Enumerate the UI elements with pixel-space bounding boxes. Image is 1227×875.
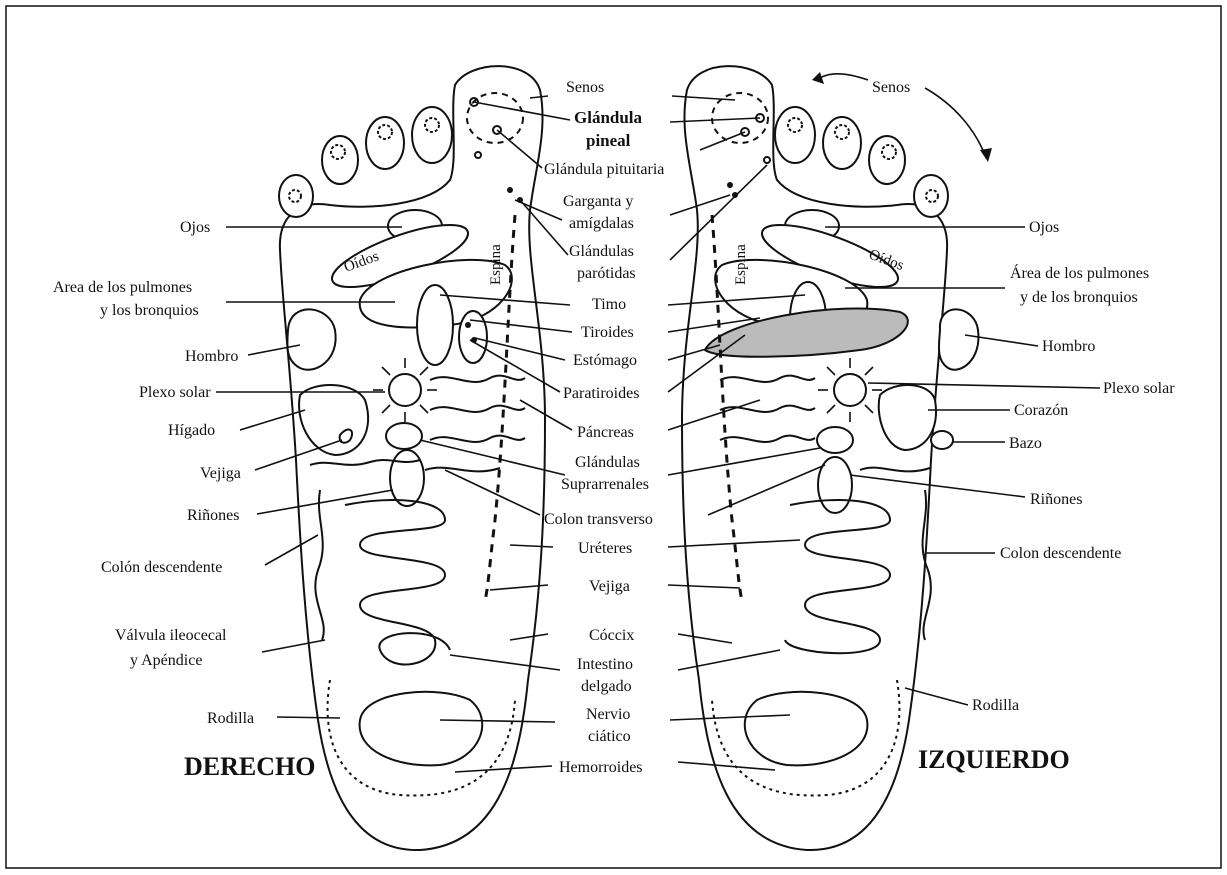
label-right-plexo: Plexo solar bbox=[1103, 380, 1175, 397]
label-parotidas-1: Glándulas bbox=[569, 243, 634, 260]
label-right-corazon: Corazón bbox=[1014, 402, 1068, 419]
label-senos: Senos bbox=[566, 79, 604, 96]
label-suprarrenales-2: Suprarrenales bbox=[561, 476, 649, 493]
label-colon-transverso: Colon transverso bbox=[544, 511, 653, 528]
label-ureteres: Uréteres bbox=[578, 540, 632, 557]
left-toe-5 bbox=[914, 175, 948, 217]
label-nervio-2: ciático bbox=[588, 728, 631, 745]
label-left-pulmones-2: y los bronquios bbox=[100, 302, 199, 319]
label-pineal-2: pineal bbox=[586, 131, 631, 150]
right-toe-5 bbox=[279, 175, 313, 217]
label-left-valvula-2: y Apéndice bbox=[130, 652, 202, 669]
label-right-hombro: Hombro bbox=[1042, 338, 1095, 355]
label-left-higado: Hígado bbox=[168, 422, 215, 439]
label-hemorroides: Hemorroides bbox=[559, 759, 643, 776]
label-nervio-1: Nervio bbox=[586, 706, 630, 723]
left-shoulder-area bbox=[939, 309, 979, 369]
label-tiroides: Tiroides bbox=[581, 324, 634, 341]
label-paratiroides: Paratiroides bbox=[563, 385, 639, 402]
right-spine-label: Espina bbox=[488, 244, 504, 285]
label-right-senos: Senos bbox=[872, 79, 910, 96]
label-left-vejiga: Vejiga bbox=[200, 465, 241, 482]
right-toe-4 bbox=[322, 136, 358, 184]
label-suprarrenales-1: Glándulas bbox=[575, 454, 640, 471]
left-toe-2 bbox=[775, 107, 815, 163]
label-izquierdo: IZQUIERDO bbox=[918, 745, 1070, 774]
right-toe-2 bbox=[412, 107, 452, 163]
label-intestino-1: Intestino bbox=[577, 656, 633, 673]
right-foot: Oídos Es bbox=[279, 66, 545, 850]
label-left-plexo: Plexo solar bbox=[139, 384, 211, 401]
label-pancreas: Páncreas bbox=[577, 424, 634, 441]
senos-arrow-left bbox=[820, 74, 868, 80]
label-right-rodilla: Rodilla bbox=[972, 697, 1019, 714]
label-right-colon: Colon descendente bbox=[1000, 545, 1121, 562]
center-labels: Senos Glándula pineal Glándula pituitari… bbox=[544, 79, 664, 776]
label-right-bazo: Bazo bbox=[1009, 435, 1042, 452]
right-thyroid bbox=[459, 311, 487, 363]
label-left-pulmones-1: Area de los pulmones bbox=[53, 279, 192, 296]
label-left-ojos: Ojos bbox=[180, 219, 210, 236]
left-toe-4 bbox=[869, 136, 905, 184]
label-parotidas-2: parótidas bbox=[577, 265, 636, 282]
label-coccix: Cóccix bbox=[589, 627, 634, 644]
label-left-hombro: Hombro bbox=[185, 348, 238, 365]
senos-arrow-right bbox=[925, 88, 985, 155]
right-thymus bbox=[417, 285, 453, 365]
right-shoulder-area bbox=[287, 309, 335, 369]
left-adrenal bbox=[817, 427, 853, 453]
label-left-rodilla: Rodilla bbox=[207, 710, 254, 727]
right-adrenal bbox=[386, 423, 422, 449]
label-garganta-1: Garganta y bbox=[563, 193, 633, 210]
label-intestino-2: delgado bbox=[581, 678, 632, 695]
left-spine-label: Espina bbox=[733, 244, 749, 285]
label-pineal-1: Glándula bbox=[574, 108, 643, 127]
right-kidney bbox=[390, 450, 424, 506]
label-timo: Timo bbox=[592, 296, 626, 313]
label-pituitaria: Glándula pituitaria bbox=[544, 161, 664, 178]
label-left-rinones: Riñones bbox=[187, 507, 239, 524]
label-left-valvula-1: Válvula ileocecal bbox=[115, 627, 227, 644]
label-right-pulmones-2: y de los bronquios bbox=[1020, 289, 1138, 306]
label-derecho: DERECHO bbox=[184, 752, 315, 781]
left-solar-plexus bbox=[834, 374, 866, 406]
label-right-rinones: Riñones bbox=[1030, 491, 1082, 508]
label-garganta-2: amígdalas bbox=[569, 215, 634, 232]
left-foot: Oídos Espina bbox=[682, 66, 992, 850]
right-solar-plexus bbox=[389, 374, 421, 406]
label-left-colon: Colón descendente bbox=[101, 559, 222, 576]
left-spleen bbox=[931, 431, 953, 449]
label-estomago: Estómago bbox=[573, 352, 637, 369]
label-vejiga-center: Vejiga bbox=[589, 578, 630, 595]
label-right-ojos: Ojos bbox=[1029, 219, 1059, 236]
label-right-pulmones-1: Área de los pulmones bbox=[1010, 263, 1149, 282]
